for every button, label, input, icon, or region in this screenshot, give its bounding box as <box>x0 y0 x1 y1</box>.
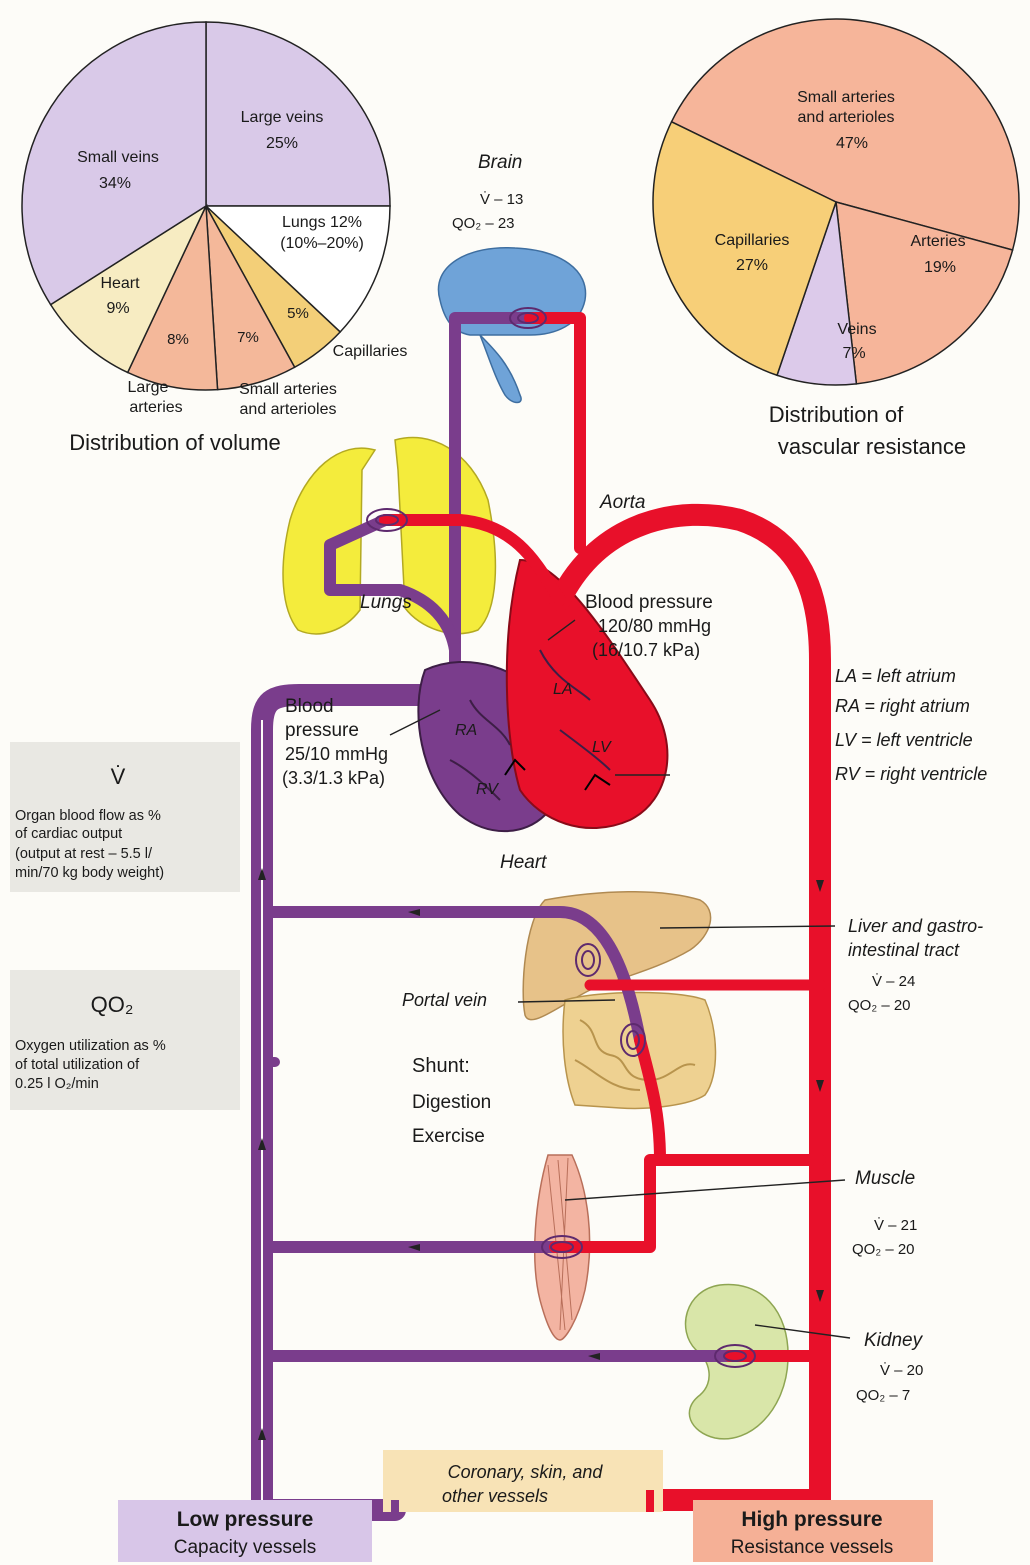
res-arteries-value: 19% <box>924 259 956 276</box>
legend-q-line-3: 0.25 l O₂/min <box>15 1076 99 1092</box>
volume-pie <box>22 22 390 390</box>
vol-small-arteries-label-2: and arterioles <box>240 401 337 418</box>
brain-flow: V̇ – 13 <box>480 191 523 208</box>
vol-small-arteries-value: 7% <box>237 329 259 346</box>
vol-heart-value: 9% <box>106 300 129 317</box>
high-bp-3: (16/10.7 kPa) <box>592 640 700 660</box>
res-veins-label: Veins <box>837 321 876 338</box>
muscle-label: Muscle <box>855 1168 915 1189</box>
legend-v-line-2: of cardiac output <box>15 826 122 842</box>
low-bp-4: (3.3/1.3 kPa) <box>282 768 385 788</box>
chamber-la: LA <box>553 681 573 698</box>
muscle-oxygen: QO₂ – 20 <box>852 1241 915 1258</box>
liver-label-1: Liver and gastro- <box>848 916 983 936</box>
vol-capillaries-value: 5% <box>287 305 309 322</box>
lungs-label: Lungs <box>360 592 412 613</box>
legend-q-line-1: Oxygen utilization as % <box>15 1038 166 1054</box>
abbrev-lv: LV = left ventricle <box>835 730 973 750</box>
vol-large-arteries-label-2: arteries <box>129 399 182 416</box>
high-pressure-sub: Resistance vessels <box>731 1537 894 1558</box>
portal-vein-label: Portal vein <box>402 990 487 1010</box>
legend-v-line-4: min/70 kg body weight) <box>15 865 164 881</box>
chamber-lv: LV <box>592 739 612 756</box>
high-bp-1: Blood pressure <box>585 592 713 613</box>
low-bp-1: Blood <box>285 696 334 717</box>
vol-heart-label: Heart <box>100 275 140 292</box>
chamber-ra: RA <box>455 722 477 739</box>
vol-large-veins-label: Large veins <box>241 109 324 126</box>
vol-large-arteries-value: 8% <box>167 331 189 348</box>
res-small-arteries-value: 47% <box>836 135 868 152</box>
vol-large-veins-value: 25% <box>266 135 298 152</box>
vol-small-arteries-label-1: Small arteries <box>239 381 337 398</box>
resistance-pie-title-1: Distribution of <box>769 402 904 427</box>
abbrev-rv: RV = right ventricle <box>835 764 987 784</box>
res-veins-value: 7% <box>842 345 865 362</box>
legend-v-line-1: Organ blood flow as % <box>15 808 161 824</box>
legend-q-line-2: of total utilization of <box>15 1057 140 1073</box>
volume-pie-title: Distribution of volume <box>69 430 281 455</box>
brain-label: Brain <box>478 152 522 173</box>
brain-oxygen: QO₂ – 23 <box>452 215 515 232</box>
liver-label-2: intestinal tract <box>848 940 960 960</box>
high-pressure-title: High pressure <box>741 1508 882 1531</box>
vol-small-veins-value: 34% <box>99 175 131 192</box>
muscle-flow: V̇ – 21 <box>874 1217 917 1234</box>
abbrev-la: LA = left atrium <box>835 666 956 686</box>
vol-capillaries-label: Capillaries <box>333 343 408 360</box>
vol-lungs-value: (10%–20%) <box>280 235 364 252</box>
kidney-flow: V̇ – 20 <box>880 1362 923 1379</box>
low-bp-3: 25/10 mmHg <box>285 744 388 764</box>
legend-v-line-3: (output at rest – 5.5 l/ <box>15 846 153 862</box>
res-small-arteries-label-1: Small arteries <box>797 89 895 106</box>
vol-large-arteries-label-1: Large <box>128 379 169 396</box>
coronary-label-1: Coronary, skin, and <box>448 1462 604 1482</box>
vol-small-veins-label: Small veins <box>77 149 159 166</box>
coronary-label-2: other vessels <box>442 1486 548 1506</box>
legend-q-symbol: QO₂ <box>91 992 134 1017</box>
high-bp-2: 120/80 mmHg <box>598 616 711 636</box>
res-capillaries-label: Capillaries <box>715 232 790 249</box>
shunt-digestion: Digestion <box>412 1092 491 1113</box>
kidney-label: Kidney <box>864 1330 924 1351</box>
res-small-arteries-label-2: and arterioles <box>798 109 895 126</box>
kidney-oxygen: QO₂ – 7 <box>856 1387 910 1404</box>
low-bp-2: pressure <box>285 720 359 741</box>
legend-v-symbol: V̇ <box>111 764 126 789</box>
low-pressure-sub: Capacity vessels <box>174 1537 317 1558</box>
aorta-label: Aorta <box>599 492 645 513</box>
heart-label: Heart <box>500 852 547 873</box>
res-capillaries-value: 27% <box>736 257 768 274</box>
res-arteries-label: Arteries <box>910 233 965 250</box>
resistance-pie-title-2: vascular resistance <box>778 434 966 459</box>
vol-lungs-label: Lungs 12% <box>282 214 362 231</box>
shunt-title: Shunt: <box>412 1055 470 1077</box>
resistance-pie <box>653 19 1019 385</box>
chamber-rv: RV <box>476 781 499 798</box>
liver-oxygen: QO₂ – 20 <box>848 997 911 1014</box>
liver-flow: V̇ – 24 <box>872 973 915 990</box>
low-pressure-title: Low pressure <box>177 1508 314 1531</box>
shunt-exercise: Exercise <box>412 1126 485 1147</box>
abbrev-ra: RA = right atrium <box>835 696 970 716</box>
